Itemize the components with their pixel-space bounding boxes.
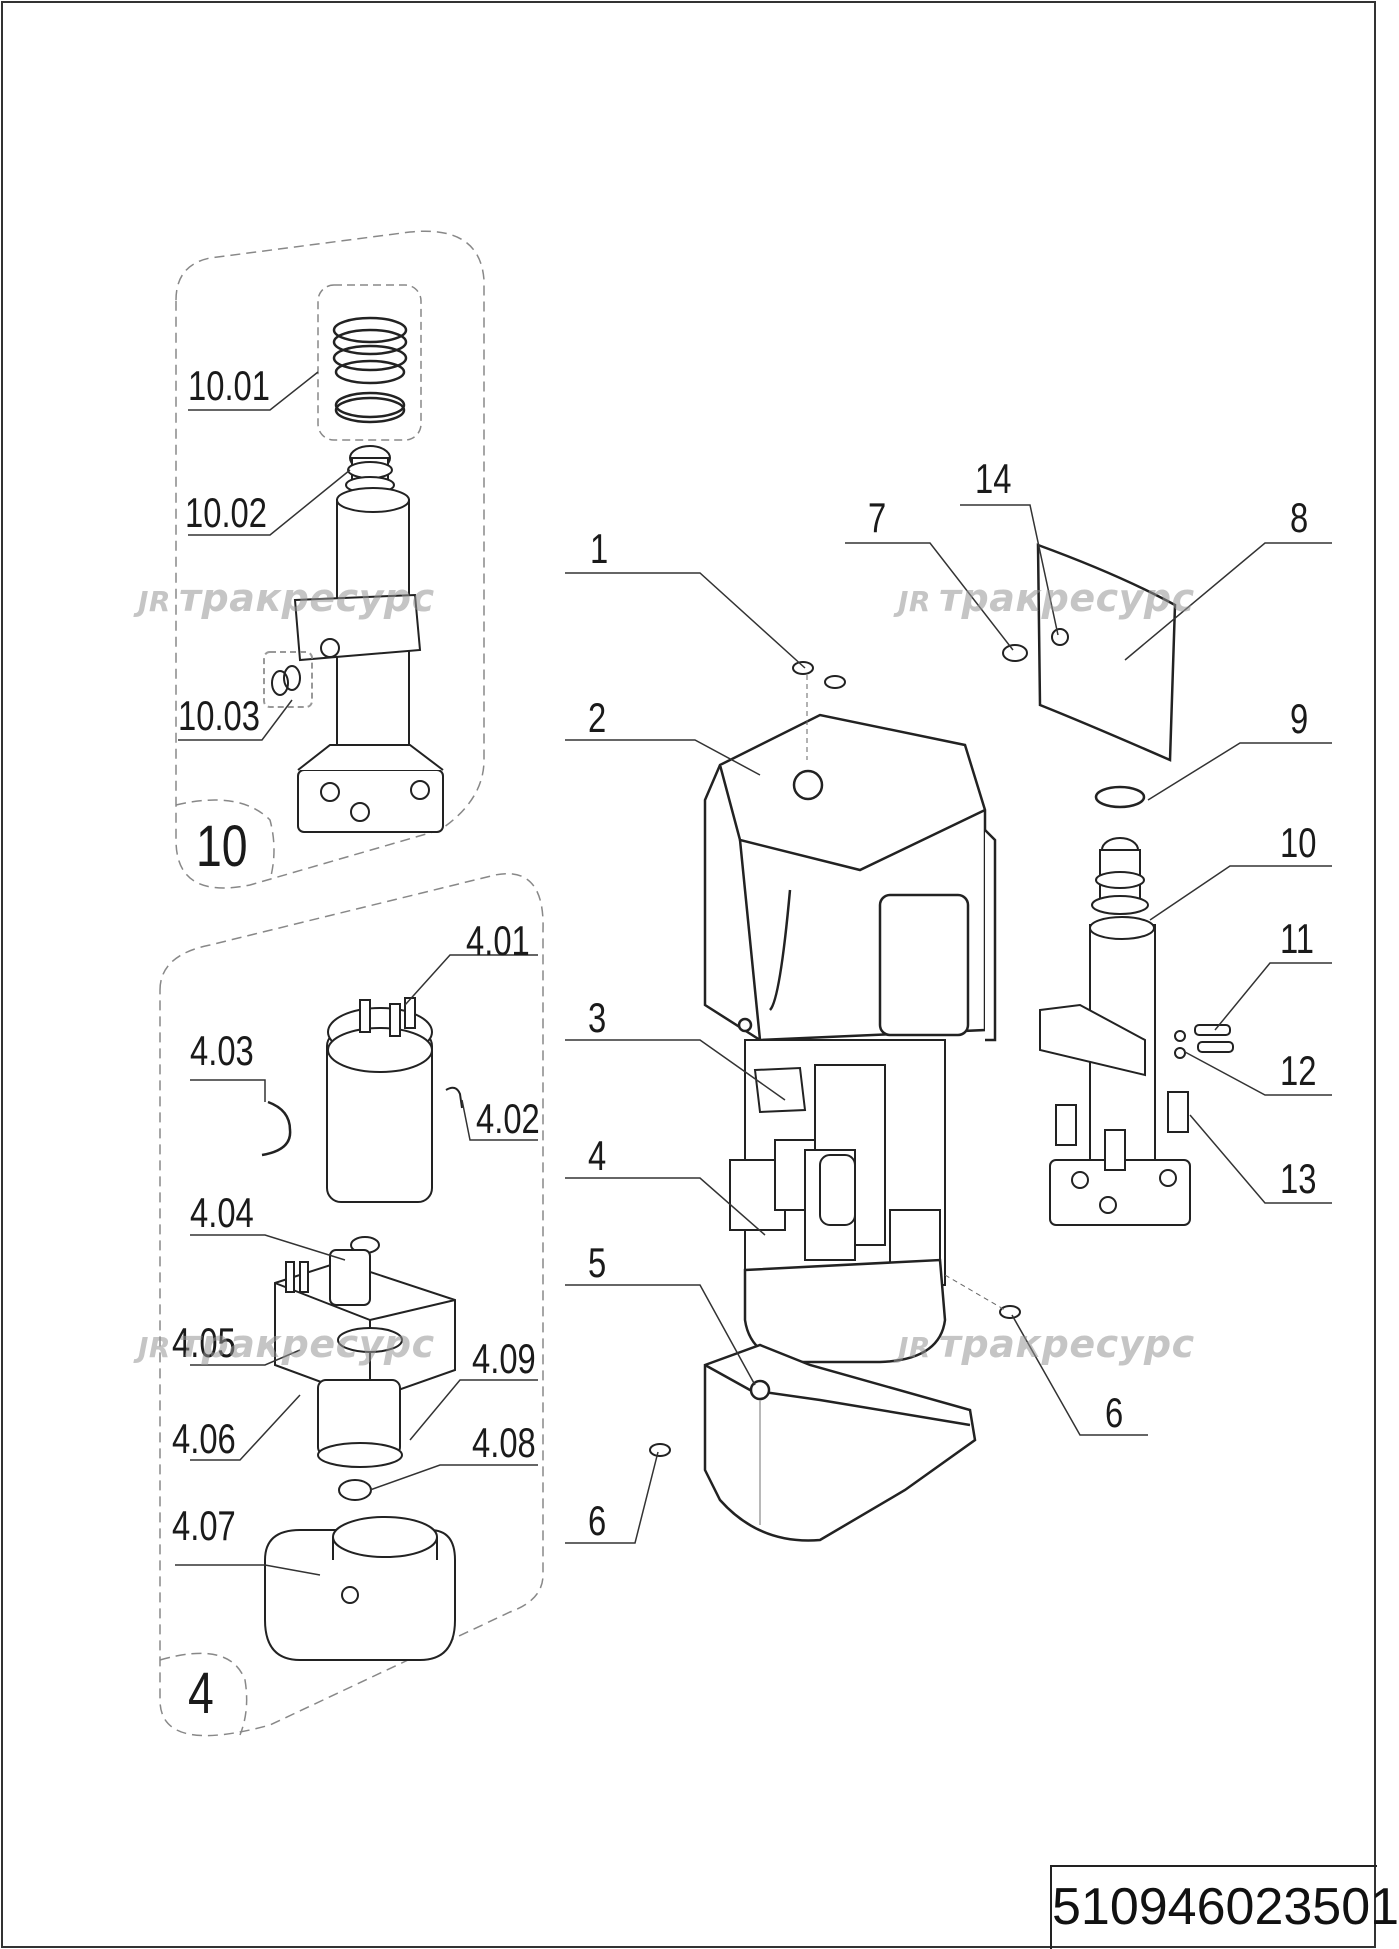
- main-housing-2: [703, 713, 997, 1042]
- leader-lines: [175, 371, 1332, 1576]
- label-4-07: 4.07: [172, 1502, 236, 1549]
- o-rings-10-03: [263, 651, 313, 708]
- frame-3-pump: [729, 1039, 946, 1286]
- label-4-main: 4: [588, 1132, 607, 1179]
- label-6-right: 6: [1105, 1389, 1124, 1436]
- label-7: 7: [868, 494, 887, 541]
- label-2: 2: [588, 694, 607, 741]
- label-1: 1: [590, 525, 609, 572]
- cable-4-03: [261, 1100, 292, 1157]
- watermark-logo: JR: [138, 1331, 171, 1364]
- cover-plate-8: [1036, 543, 1177, 762]
- cylinder-10-main: [1039, 837, 1191, 1226]
- document-number: 510946023501: [1050, 1865, 1399, 1949]
- watermark-logo: JR: [898, 1331, 931, 1364]
- label-5: 5: [588, 1239, 607, 1286]
- washer-14: [1051, 628, 1069, 646]
- label-10-02: 10.02: [185, 489, 267, 536]
- watermark-logo: JR: [138, 585, 171, 618]
- watermark-text: тракресурс: [938, 1322, 1195, 1366]
- label-8: 8: [1290, 494, 1309, 541]
- group-label-10: 10: [196, 814, 248, 879]
- label-4-01: 4.01: [466, 917, 530, 964]
- label-13: 13: [1280, 1155, 1317, 1202]
- label-12: 12: [1280, 1047, 1317, 1094]
- label-10-01: 10.01: [188, 362, 270, 409]
- reservoir-5: [743, 1258, 947, 1364]
- cylinder-10: [293, 445, 444, 833]
- label-4-02: 4.02: [476, 1095, 540, 1142]
- label-10-03: 10.03: [178, 692, 260, 739]
- label-4-06: 4.06: [172, 1415, 236, 1462]
- label-4-04: 4.04: [190, 1189, 254, 1236]
- label-14: 14: [975, 455, 1012, 502]
- screws: [649, 661, 1021, 1457]
- group-10-frame: [175, 230, 485, 889]
- bolts-11-12: [1174, 1024, 1234, 1059]
- seal-rings: [332, 316, 408, 424]
- label-4-08: 4.08: [472, 1419, 536, 1466]
- screw-7: [1002, 644, 1028, 662]
- label-3: 3: [588, 994, 607, 1041]
- watermark-text: тракресурс: [178, 1322, 435, 1366]
- cover-5: [703, 1343, 977, 1542]
- label-9: 9: [1290, 695, 1309, 742]
- label-4-09: 4.09: [472, 1335, 536, 1382]
- group-label-4: 4: [188, 1661, 214, 1726]
- watermark-logo: JR: [898, 585, 931, 618]
- circlip-9: [1094, 785, 1146, 809]
- label-4-05: 4.05: [172, 1319, 236, 1366]
- motor-4-01: [326, 997, 433, 1203]
- label-4-03: 4.03: [190, 1027, 254, 1074]
- clip-4-02: [445, 1086, 463, 1109]
- label-6-left: 6: [588, 1497, 607, 1544]
- watermark-text: тракресурс: [938, 576, 1195, 620]
- tank-4-07: [264, 1516, 456, 1661]
- label-10-main: 10: [1280, 819, 1317, 866]
- label-11: 11: [1280, 915, 1315, 962]
- pump-unit-4-04: [274, 1236, 456, 1468]
- filter-4-08: [338, 1479, 372, 1501]
- watermark-text: тракресурс: [178, 576, 435, 620]
